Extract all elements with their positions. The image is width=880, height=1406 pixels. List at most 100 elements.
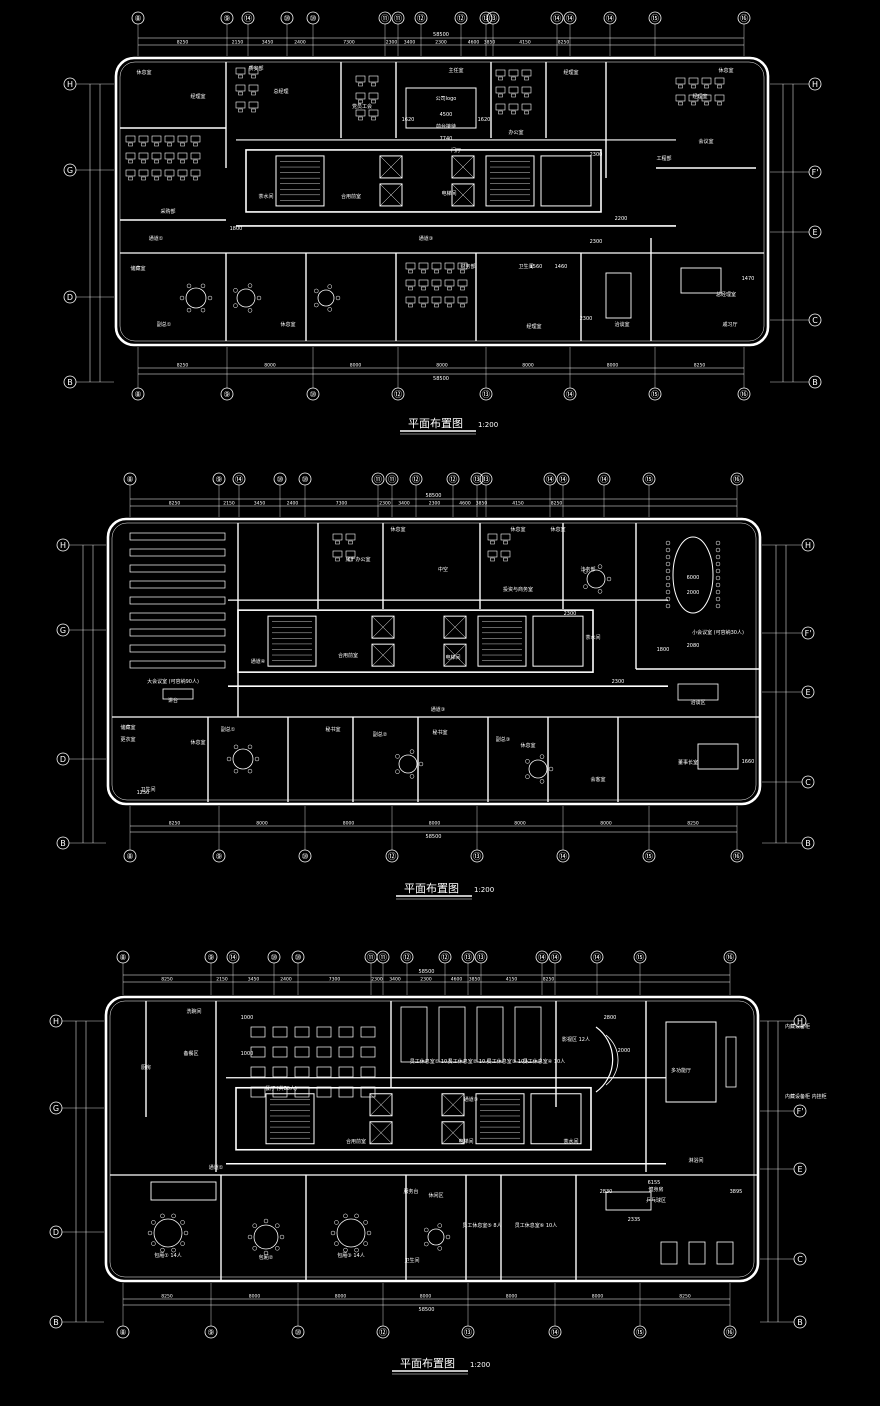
axis-label: ⑯ bbox=[733, 852, 741, 861]
seat bbox=[179, 295, 185, 301]
desk bbox=[457, 279, 468, 287]
dimension-text: 2300 bbox=[386, 40, 398, 46]
dimension-text: 3400 bbox=[389, 977, 401, 983]
chair bbox=[167, 142, 172, 147]
desk bbox=[688, 77, 699, 85]
room-label: 储藏室 bbox=[120, 724, 135, 731]
room-dimension: 2300 bbox=[590, 239, 603, 245]
desk bbox=[495, 69, 506, 77]
dimension-text: 3450 bbox=[262, 40, 274, 46]
room-label: 公司logo bbox=[436, 96, 457, 102]
seat bbox=[151, 1241, 156, 1246]
dining-table bbox=[338, 1026, 354, 1038]
chair bbox=[717, 101, 722, 106]
room-label: 党员工会 bbox=[352, 103, 372, 110]
axis-label: ⑨ bbox=[223, 390, 230, 399]
seat bbox=[715, 603, 721, 609]
room-label: 总经理 bbox=[273, 88, 288, 95]
chair bbox=[460, 269, 465, 274]
room-dimension: 6155 bbox=[648, 1180, 661, 1186]
seat bbox=[160, 1247, 165, 1253]
chair bbox=[490, 540, 495, 545]
elevator-cross bbox=[369, 1121, 393, 1144]
dimension-text: 3850 bbox=[469, 977, 481, 983]
axis-label: ⑪ bbox=[381, 14, 389, 23]
auditorium-row bbox=[129, 660, 226, 669]
dining-table bbox=[250, 1026, 266, 1038]
seat bbox=[665, 568, 671, 574]
axis-label: ⑭ bbox=[538, 953, 546, 962]
dimension-text: 2150 bbox=[223, 501, 235, 507]
desk bbox=[138, 152, 149, 160]
building-outline bbox=[114, 56, 770, 347]
ping-pong-table bbox=[605, 1191, 652, 1211]
room-label: 休息室 bbox=[550, 526, 565, 533]
dimension-text: 8250 bbox=[161, 977, 173, 983]
seat bbox=[279, 1234, 285, 1240]
room-dimension: 2300 bbox=[612, 679, 625, 685]
room-label: 前台接待 bbox=[436, 123, 456, 130]
seat bbox=[424, 1227, 429, 1233]
stair-core bbox=[267, 615, 317, 667]
core-outline bbox=[245, 149, 602, 213]
desk bbox=[688, 94, 699, 102]
room-label: 员工休息室④ 10人 bbox=[523, 1058, 565, 1065]
axis-label: H bbox=[53, 1017, 59, 1026]
seat bbox=[437, 1246, 442, 1251]
seat bbox=[263, 1218, 269, 1224]
axis-label: ⑬ bbox=[489, 14, 497, 23]
room-label: 戚习厅 bbox=[722, 321, 737, 328]
dimension-text: 8250 bbox=[551, 501, 563, 507]
room-label: 房产办公室 bbox=[345, 556, 370, 563]
desk bbox=[345, 533, 356, 541]
desk bbox=[345, 550, 356, 558]
seat bbox=[665, 540, 671, 546]
chair bbox=[511, 110, 516, 115]
room-dimension: 1660 bbox=[742, 759, 755, 765]
room-label: 副总① bbox=[221, 726, 236, 733]
axis-label: ⑫ bbox=[441, 953, 449, 962]
chair bbox=[335, 540, 340, 545]
dimension-text: 2400 bbox=[287, 501, 299, 507]
seat bbox=[334, 1220, 339, 1225]
dimension-text: 2300 bbox=[435, 40, 447, 46]
seat bbox=[343, 1247, 348, 1253]
room-label: 副总② bbox=[373, 731, 388, 738]
seat bbox=[233, 744, 239, 750]
conference-table bbox=[672, 536, 714, 614]
seat bbox=[327, 284, 332, 289]
dimension-text: 2300 bbox=[420, 977, 432, 983]
desk bbox=[487, 550, 498, 558]
elevator-cross bbox=[443, 643, 467, 667]
chair bbox=[498, 76, 503, 81]
room-label: 洽谈区 bbox=[690, 699, 705, 706]
axis-label: ⑩ bbox=[309, 14, 316, 23]
seat bbox=[151, 1220, 156, 1225]
cinema-arc bbox=[595, 1026, 614, 1093]
desk bbox=[177, 152, 188, 160]
dimension-text: 8000 bbox=[335, 1294, 347, 1300]
chair bbox=[447, 303, 452, 308]
room-label: 秘书室 bbox=[432, 729, 447, 736]
chair bbox=[524, 110, 529, 115]
desk bbox=[675, 94, 686, 102]
core-outline bbox=[237, 609, 594, 673]
round-table bbox=[528, 759, 548, 779]
treadmill bbox=[660, 1241, 678, 1265]
round-table bbox=[153, 1218, 183, 1248]
dimension-text: 8250 bbox=[177, 363, 189, 369]
room-dimension: 2300 bbox=[564, 611, 577, 617]
dimension-text: 7300 bbox=[343, 40, 355, 46]
desk bbox=[248, 67, 259, 75]
desk bbox=[508, 69, 519, 77]
seat bbox=[715, 561, 721, 567]
axis-label: ⑭ bbox=[229, 953, 237, 962]
axis-label: D bbox=[60, 755, 66, 764]
chair bbox=[421, 303, 426, 308]
dimension-text: 58500 bbox=[426, 834, 442, 840]
right-note: 内藏设备柜 bbox=[785, 1023, 810, 1030]
seat bbox=[263, 1250, 269, 1256]
plan-scale-text: 1:200 bbox=[470, 1361, 490, 1369]
dimension-text: 8000 bbox=[249, 1294, 261, 1300]
